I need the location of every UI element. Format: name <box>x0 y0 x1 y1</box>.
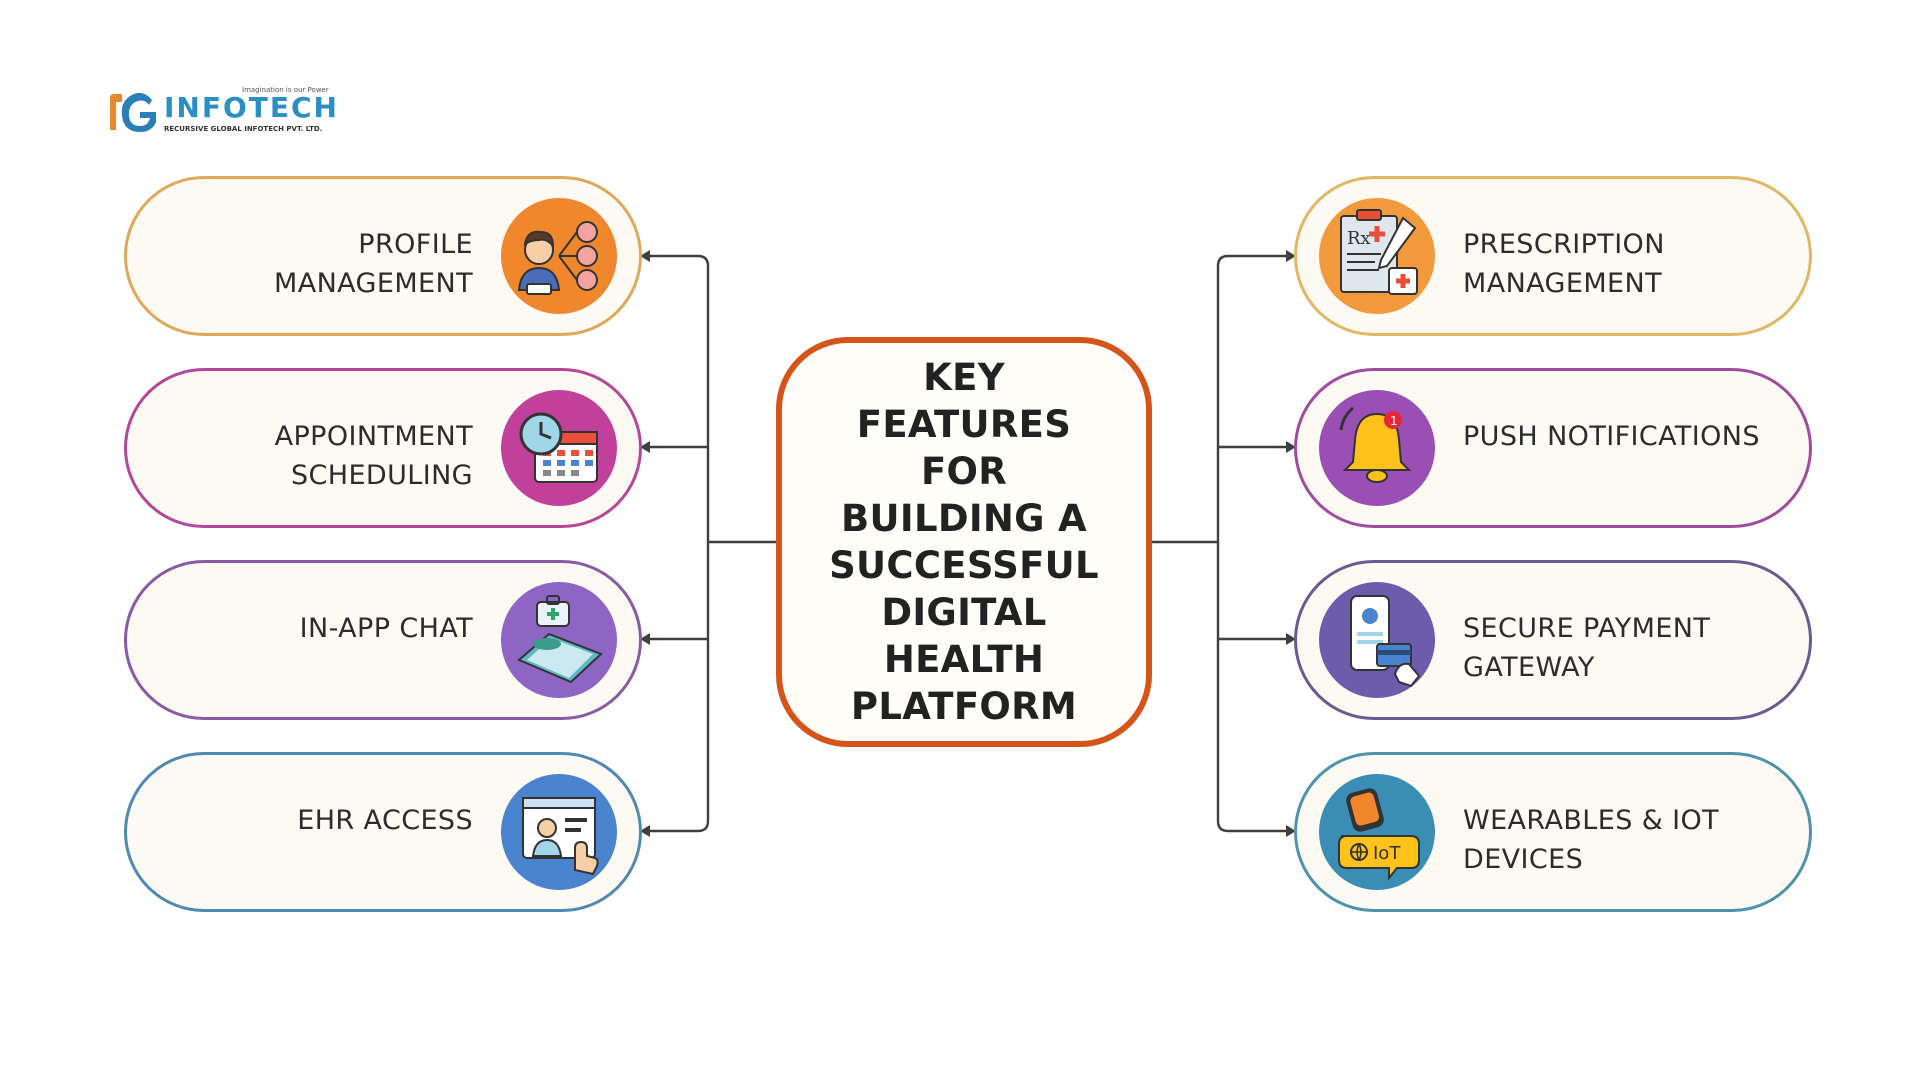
feature-label: EHR ACCESS <box>297 805 473 836</box>
logo-tagline: Imagination is our Power <box>242 86 329 94</box>
arrowhead-left-1 <box>640 250 650 262</box>
center-title: KEY FEATURES FOR BUILDING A SUCCESSFUL D… <box>829 356 1099 728</box>
feature-label: PROFILE MANAGEMENT <box>274 229 473 299</box>
prescription-icon: Rx <box>1319 198 1435 314</box>
bell-badge-text: 1 <box>1390 414 1398 428</box>
arrowhead-right-1 <box>1286 250 1296 262</box>
feature-push-notifications: PUSH NOTIFICATIONS 1 <box>1294 368 1812 528</box>
company-logo: Imagination is our Power INFOTECH RECURS… <box>108 86 348 136</box>
arrowhead-right-3 <box>1286 633 1296 645</box>
feature-ehr-access: EHR ACCESS <box>124 752 642 912</box>
feature-label: PUSH NOTIFICATIONS <box>1463 421 1760 452</box>
feature-label: SECURE PAYMENT GATEWAY <box>1463 613 1711 683</box>
calendar-clock-icon <box>501 390 617 506</box>
mobile-chat-icon <box>501 582 617 698</box>
feature-in-app-chat: IN-APP CHAT <box>124 560 642 720</box>
feature-wearables-iot-devices: WEARABLES & IOT DEVICES IoT <box>1294 752 1812 912</box>
feature-secure-payment-gateway: SECURE PAYMENT GATEWAY <box>1294 560 1812 720</box>
connector-left-trunk <box>644 254 710 833</box>
arrowhead-right-4 <box>1286 825 1296 837</box>
feature-prescription-management: PRESCRIPTION MANAGEMENT Rx <box>1294 176 1812 336</box>
iot-badge-text: IoT <box>1373 843 1401 864</box>
logo-company-name: RECURSIVE GLOBAL INFOTECH PVT. LTD. <box>164 125 323 133</box>
feature-label: PRESCRIPTION MANAGEMENT <box>1463 229 1665 299</box>
bell-icon: 1 <box>1319 390 1435 506</box>
center-title-box: KEY FEATURES FOR BUILDING A SUCCESSFUL D… <box>776 337 1152 747</box>
connector-right-trunk <box>1216 254 1292 833</box>
feature-label: WEARABLES & IOT DEVICES <box>1463 805 1720 875</box>
ehr-doctor-icon <box>501 774 617 890</box>
feature-profile-management: PROFILE MANAGEMENT <box>124 176 642 336</box>
arrowhead-left-4 <box>640 825 650 837</box>
logo-wordmark: INFOTECH <box>164 91 339 124</box>
logo-mark-icon <box>110 92 156 132</box>
prescription-rx-text: Rx <box>1347 228 1371 249</box>
feature-appointment-scheduling: APPOINTMENT SCHEDULING <box>124 368 642 528</box>
arrowhead-left-2 <box>640 441 650 453</box>
feature-label: APPOINTMENT SCHEDULING <box>274 421 473 491</box>
payment-card-icon <box>1319 582 1435 698</box>
arrowhead-right-2 <box>1286 441 1296 453</box>
feature-label: IN-APP CHAT <box>299 613 473 644</box>
profile-management-icon <box>501 198 617 314</box>
arrowhead-left-3 <box>640 633 650 645</box>
iot-watch-icon: IoT <box>1319 774 1435 890</box>
